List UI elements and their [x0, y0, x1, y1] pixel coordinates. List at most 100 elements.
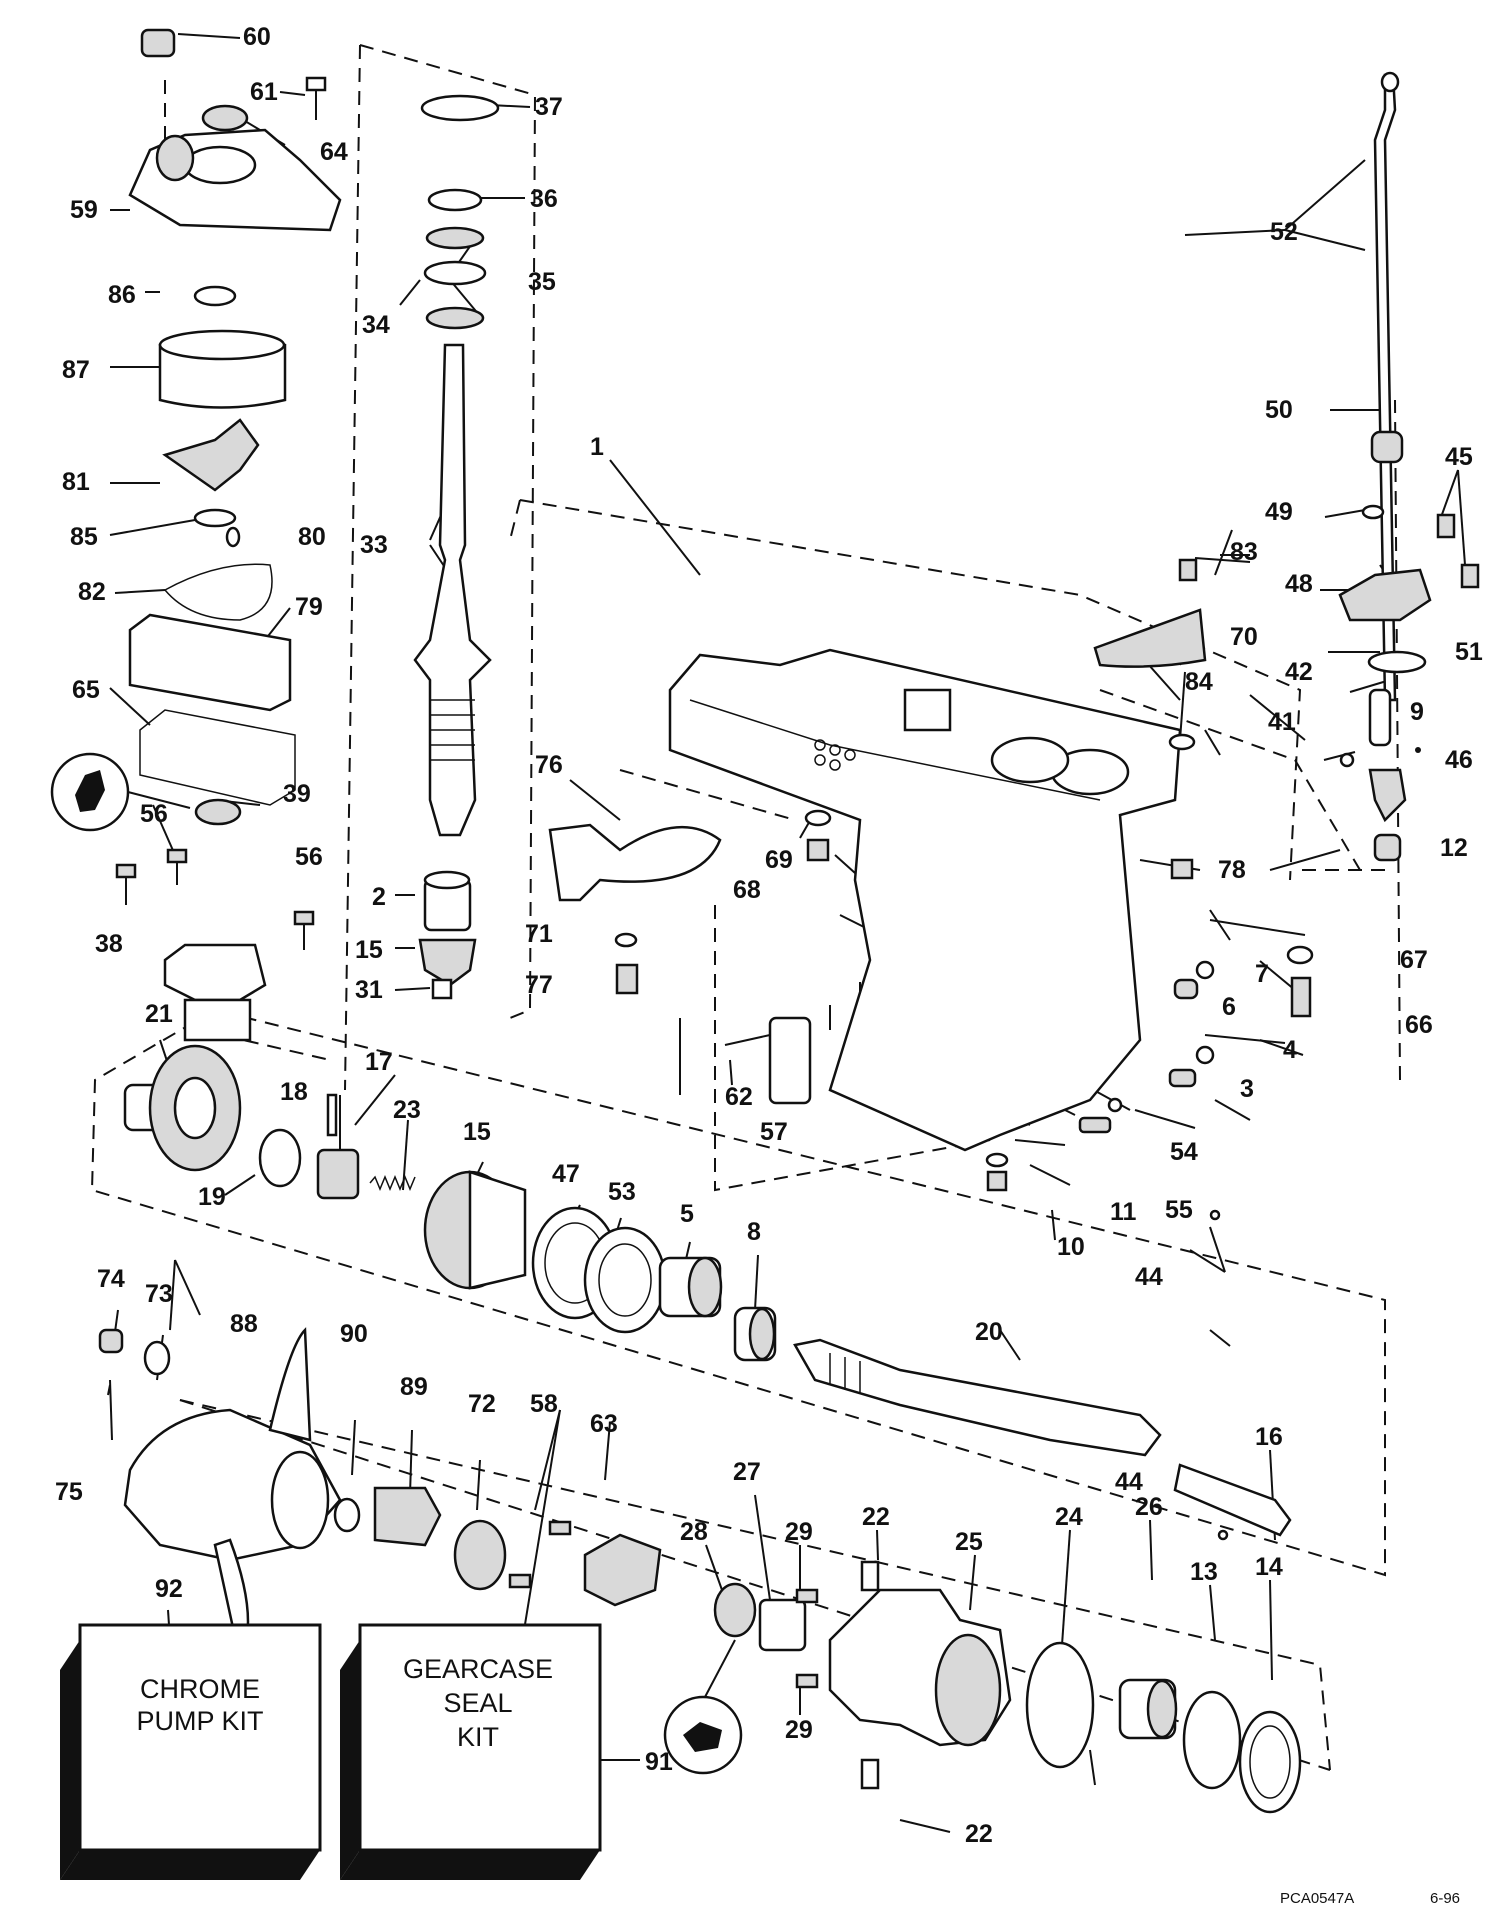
callout-8: 8 — [747, 1218, 761, 1246]
callout-15-upper: 15 — [355, 936, 383, 964]
callout-46: 46 — [1445, 746, 1473, 774]
callout-66: 66 — [1405, 1011, 1433, 1039]
callout-15-lower: 15 — [463, 1118, 491, 1146]
washer-67 — [1286, 945, 1314, 965]
nut-74 — [98, 1328, 124, 1354]
callout-59: 59 — [70, 196, 98, 224]
callout-92: 92 — [155, 1575, 183, 1603]
bolt-61 — [305, 76, 327, 92]
washer-54 — [1107, 1097, 1123, 1113]
callout-56-left: 56 — [140, 800, 168, 828]
callout-22-upper: 22 — [862, 1503, 890, 1531]
driveshaft-33 — [413, 343, 492, 837]
callout-17: 17 — [365, 1048, 393, 1076]
diagram-code: PCA0547A — [1280, 1890, 1354, 1907]
bushing-27 — [758, 1598, 807, 1652]
callout-83: 83 — [1230, 538, 1258, 566]
thrust-washer-35-b — [425, 306, 485, 330]
callout-39: 39 — [283, 780, 311, 808]
pinion-gear-15 — [418, 938, 477, 987]
screw-58-a — [548, 1520, 572, 1536]
cotter-pin-75 — [107, 1384, 111, 1396]
callout-22-lower: 22 — [965, 1820, 993, 1848]
callout-55: 55 — [1165, 1196, 1193, 1224]
clip-22-a — [860, 1560, 880, 1592]
water-pump-group — [50, 28, 342, 1042]
callout-89: 89 — [400, 1373, 428, 1401]
washer-73 — [143, 1340, 171, 1376]
callout-78: 78 — [1218, 856, 1246, 884]
chrome-pump-kit-line1: CHROME — [140, 1674, 260, 1704]
shift-cam-12 — [1373, 833, 1402, 862]
callout-68: 68 — [733, 876, 761, 904]
washer-71 — [614, 932, 638, 948]
callout-90: 90 — [340, 1320, 368, 1348]
callout-91: 91 — [645, 1748, 673, 1776]
thrust-hub-89 — [373, 1486, 442, 1547]
callout-25: 25 — [955, 1528, 983, 1556]
gear-group — [123, 1044, 1292, 1541]
bearing-cup-19 — [258, 1128, 302, 1188]
thrust-bearing-14 — [1238, 1710, 1302, 1814]
cover-70 — [1093, 608, 1207, 668]
callout-75: 75 — [55, 1478, 83, 1506]
callout-3: 3 — [1240, 1075, 1254, 1103]
screw-45-b — [1460, 563, 1480, 589]
propeller-shaft-20 — [793, 1338, 1162, 1457]
screw-3 — [1168, 1068, 1197, 1088]
callout-71: 71 — [525, 920, 553, 948]
screw-29-b — [795, 1673, 819, 1689]
callout-42: 42 — [1285, 658, 1313, 686]
callout-50: 50 — [1265, 396, 1293, 424]
callout-29-upper: 29 — [785, 1518, 813, 1546]
callout-76: 76 — [535, 751, 563, 779]
assembly-outlines — [90, 44, 1401, 1771]
callout-41: 41 — [1268, 708, 1296, 736]
callout-20: 20 — [975, 1318, 1003, 1346]
callout-36: 36 — [530, 185, 558, 213]
washer-36 — [427, 188, 483, 212]
pin-9 — [1415, 747, 1421, 753]
seal-49 — [1361, 504, 1385, 520]
screw-58-b — [508, 1573, 532, 1589]
plug-10 — [986, 1170, 1008, 1192]
callout-56-right: 56 — [295, 843, 323, 871]
callout-54: 54 — [1170, 1138, 1198, 1166]
callout-7: 7 — [1255, 960, 1269, 988]
callout-19: 19 — [198, 1183, 226, 1211]
callout-58: 58 — [530, 1390, 558, 1418]
oring-51 — [1367, 650, 1427, 674]
callout-6: 6 — [1222, 993, 1236, 1021]
callout-5: 5 — [680, 1200, 694, 1228]
callout-38: 38 — [95, 930, 123, 958]
oring-7 — [1195, 960, 1215, 980]
washer-11 — [985, 1152, 1009, 1168]
bolt-68 — [806, 838, 830, 862]
thrust-washer-35-a — [425, 226, 485, 250]
chrome-pump-kit-line2: PUMP KIT — [136, 1706, 263, 1736]
pin-44-b — [1217, 1529, 1229, 1541]
chrome-pump-kit-box: CHROME PUMP KIT — [60, 1623, 322, 1880]
callout-14: 14 — [1255, 1553, 1283, 1581]
callout-26: 26 — [1135, 1493, 1163, 1521]
callout-85: 85 — [70, 523, 98, 551]
clip-22-b — [860, 1758, 880, 1790]
spring-23 — [369, 1175, 416, 1191]
spacer-90 — [333, 1497, 361, 1533]
gasket-82 — [163, 563, 273, 621]
gasket-65 — [139, 709, 296, 806]
callout-73: 73 — [145, 1280, 173, 1308]
bolt-56-a — [115, 863, 137, 879]
callout-62: 62 — [725, 1083, 753, 1111]
callout-labels: 1 2 3 4 5 6 7 8 9 10 11 12 13 14 15 15 1… — [55, 23, 1483, 1848]
washer-69 — [804, 809, 832, 827]
callout-79: 79 — [295, 593, 323, 621]
washer-13 — [1182, 1690, 1242, 1790]
screw-55 — [1078, 1116, 1112, 1134]
key-80 — [225, 526, 241, 548]
callout-88: 88 — [230, 1310, 258, 1338]
shift-lever-46 — [1368, 768, 1407, 823]
callout-69: 69 — [765, 846, 793, 874]
pin-41 — [1339, 752, 1355, 768]
callout-60: 60 — [243, 23, 271, 51]
